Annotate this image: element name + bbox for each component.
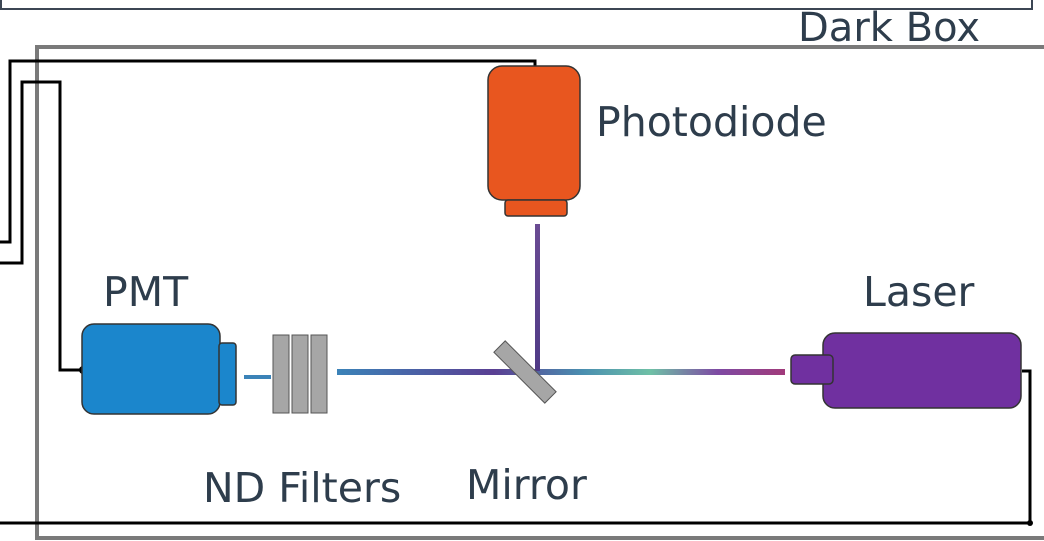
short-beam xyxy=(244,375,271,379)
vertical-beam xyxy=(535,224,540,371)
laser-cable-dot xyxy=(1027,520,1033,526)
nd-filter xyxy=(272,334,290,414)
photodiode-label: Photodiode xyxy=(596,98,827,146)
photodiode xyxy=(487,65,581,217)
nd-filter xyxy=(310,334,328,414)
pmt-cable-inner xyxy=(0,80,83,372)
nd-filters xyxy=(272,334,328,414)
pmt-cable-outer xyxy=(0,59,537,244)
mirror-label: Mirror xyxy=(466,461,587,509)
photodiode-window xyxy=(504,199,568,217)
horizontal-beam xyxy=(337,369,785,375)
pmt-window xyxy=(218,342,237,406)
laser-aperture xyxy=(790,354,834,385)
pmt xyxy=(81,323,237,415)
mirror xyxy=(493,340,557,404)
dark-box xyxy=(35,45,1044,540)
laser-cable xyxy=(0,369,1032,525)
laser xyxy=(790,332,1022,409)
dark-box-label: Dark Box xyxy=(798,5,980,51)
outer-frame xyxy=(0,0,1033,10)
laser-body xyxy=(822,332,1022,409)
laser-label: Laser xyxy=(863,268,975,316)
nd-filter xyxy=(291,334,309,414)
pmt-body xyxy=(81,323,221,415)
nd-filters-label: ND Filters xyxy=(203,464,401,512)
photodiode-body xyxy=(487,65,581,201)
pmt-label: PMT xyxy=(103,268,189,316)
